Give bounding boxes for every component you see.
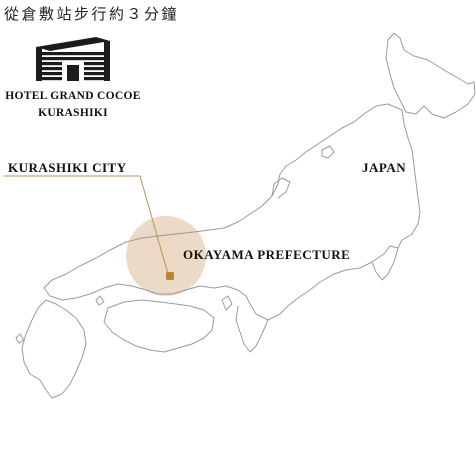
hotel-name: HOTEL GRAND COCOE: [5, 90, 141, 102]
sado-island: [321, 145, 335, 159]
noto-peninsula: [271, 177, 291, 199]
okayama-prefecture-label: OKAYAMA PREFECTURE: [183, 247, 351, 262]
hokkaido-coast: [385, 32, 476, 119]
kii-peninsula: [235, 305, 269, 353]
small-islands: [15, 295, 105, 344]
kyushu-coast: [21, 299, 87, 399]
coastlines: [15, 32, 476, 399]
japan-label: JAPAN: [362, 160, 407, 175]
okayama-highlight: [126, 216, 206, 296]
awaji-island: [221, 295, 233, 311]
hotel-location: KURASHIKI: [38, 107, 108, 119]
kurashiki-city-label: KURASHIKI CITY: [8, 160, 127, 175]
kurashiki-pointer-line: [139, 175, 169, 275]
access-caption: 從倉敷站步行約３分鐘: [4, 5, 180, 23]
kurashiki-marker: [166, 272, 174, 280]
honshu-coast: [43, 103, 421, 321]
hotel-building-logo-icon: [36, 37, 110, 81]
kanto-coast-detail: [371, 247, 399, 281]
shikoku-coast: [103, 299, 215, 353]
